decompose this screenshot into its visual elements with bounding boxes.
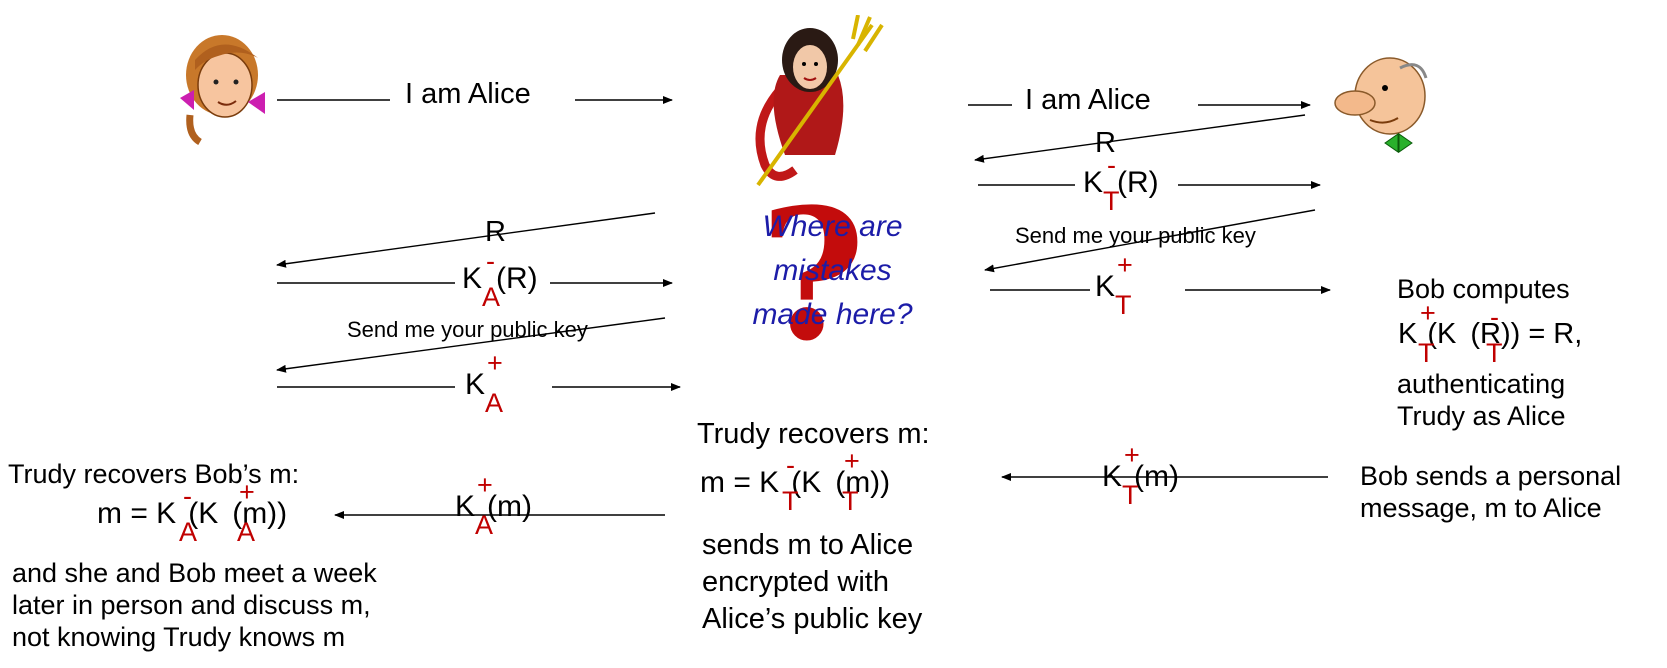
key-paren: (R) xyxy=(496,262,538,295)
key-base: K xyxy=(462,262,483,295)
expr-sign-2: + xyxy=(844,446,860,476)
key-sign: + xyxy=(477,470,493,500)
expr-part-2: (K xyxy=(791,466,822,499)
trudy-left-tail: and she and Bob meet a week later in per… xyxy=(12,557,377,653)
expr-sub-1: T xyxy=(1418,338,1435,368)
expr-sub-1: T xyxy=(782,486,799,516)
bob-computes-line-4: Trudy as Alice xyxy=(1397,401,1566,431)
label-R-right: R xyxy=(1095,127,1116,159)
trudy-left-line-5: not knowing Trudy knows m xyxy=(12,622,346,652)
bob-icon xyxy=(1334,57,1428,153)
key-KA-plus: K + A xyxy=(465,350,503,417)
expr-part-3: (m)) xyxy=(232,497,288,530)
expr-sign-2: + xyxy=(239,477,255,507)
key-sign: + xyxy=(487,348,503,378)
bob-computes-line-1: Bob computes xyxy=(1397,274,1570,304)
arrow-trudy-to-alice-sendkey xyxy=(276,317,666,373)
key-KA-minus-R: K (R) - A xyxy=(462,248,538,311)
key-subscript: A xyxy=(482,282,501,312)
question-mark-icon: ? xyxy=(760,170,866,381)
key-sign: - xyxy=(486,246,495,276)
trudy-left-expression: m = K (K (m)) - A + A xyxy=(97,479,288,546)
label-i-am-alice-right: I am Alice xyxy=(1025,84,1151,116)
question-line-2: mistakes xyxy=(773,254,892,287)
key-sign: - xyxy=(1107,150,1116,180)
key-KT-plus: K + T xyxy=(1095,252,1133,319)
trudy-left-line-4: later in person and discuss m, xyxy=(12,590,371,620)
key-base: K xyxy=(455,490,476,523)
bob-sends-block: Bob sends a personal message, m to Alice xyxy=(1360,460,1621,524)
expr-part-1: m = K xyxy=(700,466,780,499)
trudy-left-line-1-wrap: Trudy recovers Bob’s m: xyxy=(8,458,299,490)
expr-sign-1: - xyxy=(183,481,192,511)
trudy-middle-line-3: sends m to Alice xyxy=(702,529,914,561)
key-subscript: A xyxy=(485,388,504,418)
expr-sign-1: - xyxy=(786,450,795,480)
key-paren: (m) xyxy=(487,490,532,523)
expr-part-2: (K xyxy=(1427,318,1457,350)
question-line-3: made here? xyxy=(752,298,913,331)
key-sign: + xyxy=(1124,440,1140,470)
bob-sends-line-1: Bob sends a personal xyxy=(1360,461,1622,491)
expr-sub-2: T xyxy=(1486,338,1503,368)
expr-part-3: (m)) xyxy=(835,466,891,499)
expr-sign-2: - xyxy=(1490,302,1499,332)
trudy-icon xyxy=(755,15,884,187)
trudy-middle-line-5: Alice’s public key xyxy=(702,603,923,635)
key-base: K xyxy=(1083,166,1104,199)
label-R-left: R xyxy=(485,216,506,248)
trudy-middle-line-4: encrypted with xyxy=(702,566,889,598)
label-sendkey-left: Send me your public key xyxy=(347,317,588,342)
bob-computes-block: Bob computes xyxy=(1397,273,1570,305)
bob-computes-tail: authenticating Trudy as Alice xyxy=(1397,368,1566,432)
arrow-bob-to-trudy-sendkey xyxy=(984,209,1316,273)
key-subscript: T xyxy=(1115,290,1132,320)
trudy-left-line-1: Trudy recovers Bob’s m: xyxy=(8,459,300,489)
question-text: Where are mistakes made here? xyxy=(705,205,960,337)
trudy-middle-expression: m = K (K (m)) - T + T xyxy=(700,448,891,515)
key-subscript: T xyxy=(1103,186,1120,216)
key-KT-plus-m: K (m) + T xyxy=(1102,442,1179,509)
alice-icon xyxy=(180,35,265,145)
trudy-middle-line-1-wrap: Trudy recovers m: xyxy=(697,418,930,450)
arrow-trudy-to-alice-R xyxy=(276,212,656,268)
trudy-middle-line-1: Trudy recovers m: xyxy=(697,418,930,450)
key-sign: + xyxy=(1117,250,1133,280)
expr-part-1: m = K xyxy=(97,497,177,530)
expr-sub-1: A xyxy=(179,517,198,547)
key-subscript: A xyxy=(475,510,494,540)
expr-sub-2: A xyxy=(237,517,256,547)
key-base: K xyxy=(465,368,486,401)
expr-sign-1: + xyxy=(1420,298,1436,328)
expr-part-2: (K xyxy=(188,497,219,530)
expr-part-1: K xyxy=(1398,318,1418,350)
key-base: K xyxy=(1102,460,1123,493)
bob-sends-line-2: message, m to Alice xyxy=(1360,493,1602,523)
label-i-am-alice-left: I am Alice xyxy=(405,78,531,110)
expr-part-3: (R)) = R, xyxy=(1470,318,1583,350)
key-base: K xyxy=(1095,270,1116,303)
key-paren: (m) xyxy=(1134,460,1179,493)
arrow-bob-to-trudy-R xyxy=(974,114,1306,163)
key-KT-minus-R: K (R) - T xyxy=(1083,152,1159,215)
key-KA-plus-m: K (m) + A xyxy=(455,472,532,539)
trudy-left-line-3: and she and Bob meet a week xyxy=(12,558,377,588)
bob-computes-expression: K (K (R)) = R, + T - T xyxy=(1398,300,1583,367)
key-paren: (R) xyxy=(1117,166,1159,199)
label-sendkey-right: Send me your public key xyxy=(1015,223,1256,248)
trudy-middle-tail: sends m to Alice encrypted with Alice’s … xyxy=(702,527,922,638)
key-subscript: T xyxy=(1122,480,1139,510)
bob-computes-line-3: authenticating xyxy=(1397,369,1566,399)
question-line-1: Where are xyxy=(762,210,903,243)
expr-sub-2: T xyxy=(842,486,859,516)
